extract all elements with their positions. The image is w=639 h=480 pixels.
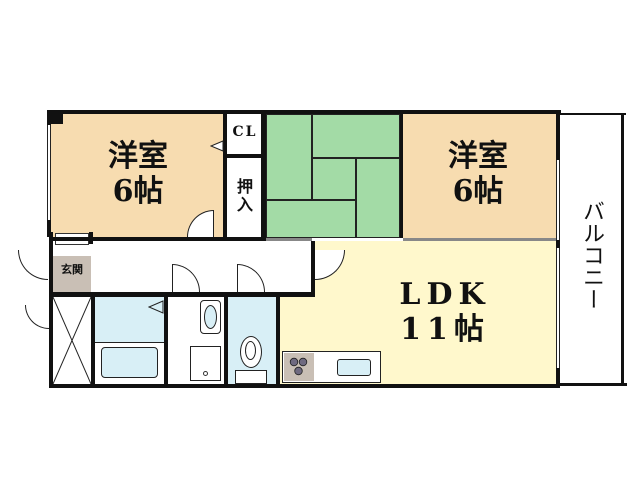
- stove: [284, 353, 314, 381]
- balcony-label: バルコニー: [579, 200, 604, 310]
- wall-left-lower: [49, 232, 53, 388]
- window-right-upper: [556, 160, 560, 240]
- toilet-seat: [245, 341, 256, 360]
- wall-storage-right: [91, 297, 95, 384]
- ldk-label: LDK 11帖: [390, 277, 500, 347]
- tatami-mat: [266, 200, 356, 238]
- room-name: 洋室: [448, 139, 508, 174]
- fusuma-tatami: [266, 238, 312, 241]
- ldk-alcove: [280, 241, 315, 296]
- closet-label: CL: [232, 124, 258, 140]
- toilet-bowl: [240, 336, 262, 368]
- genkan: [53, 256, 91, 292]
- door-storage[interactable]: [25, 305, 49, 329]
- room-name: LDK: [399, 277, 491, 312]
- wall-room-bottom: [51, 237, 266, 241]
- oshiire-label: 押入: [236, 177, 253, 215]
- washing-machine-pan: [190, 346, 221, 381]
- door-front-entrance[interactable]: [18, 250, 48, 280]
- bath-marker-icon: [148, 300, 164, 314]
- wall-hall-right: [311, 241, 315, 296]
- bathtub-basin: [101, 347, 158, 378]
- room-size: 6帖: [112, 173, 164, 209]
- toilet-tank: [235, 370, 267, 384]
- drain-icon: [203, 371, 208, 376]
- balcony: [560, 114, 624, 384]
- pillar-top-left: [51, 114, 63, 124]
- wall-bath-right: [164, 297, 168, 384]
- closet: [227, 114, 263, 154]
- hallway: [91, 244, 311, 292]
- sink: [200, 300, 221, 334]
- tatami-mat: [312, 114, 400, 158]
- western-room-right-label: 洋室 6帖: [428, 139, 528, 209]
- sink-basin: [204, 305, 217, 329]
- closet-marker-icon: [210, 140, 224, 152]
- room-size: 6帖: [452, 173, 504, 209]
- tatami-mat: [266, 114, 312, 200]
- genkan-label: 玄関: [61, 263, 83, 276]
- wall-bottom-balcony: [556, 383, 627, 386]
- western-room-right: [403, 114, 556, 238]
- wall-room-left-right: [223, 114, 227, 240]
- tatami-mat: [356, 158, 400, 238]
- storage-x: [52, 296, 92, 385]
- window-left: [47, 125, 51, 220]
- room-name: 洋室: [108, 139, 168, 174]
- wall-oshiire-right: [261, 114, 266, 240]
- wall-hall-bottom: [51, 292, 315, 297]
- fusuma-right-room: [403, 238, 556, 241]
- stove-burner-icon: [289, 357, 308, 376]
- wall-bottom: [49, 384, 560, 388]
- kitchen-sink: [337, 359, 371, 376]
- wall-tatami-right: [400, 114, 403, 238]
- tatami-mat: [312, 158, 356, 200]
- cross-mark-icon: [52, 296, 92, 385]
- western-room-left-label: 洋室 6帖: [88, 139, 188, 209]
- wall-genkan-right: [89, 232, 93, 244]
- oshiire: [227, 158, 263, 238]
- wall-top-balcony: [556, 113, 626, 115]
- window-right-lower: [556, 248, 560, 368]
- wall-toilet-right: [276, 297, 280, 384]
- room-size: 11帖: [400, 311, 490, 347]
- wall-top: [47, 110, 561, 114]
- wall-wash-right: [224, 297, 228, 384]
- wall-closet-divider: [227, 154, 263, 158]
- tatami-room: [266, 114, 400, 238]
